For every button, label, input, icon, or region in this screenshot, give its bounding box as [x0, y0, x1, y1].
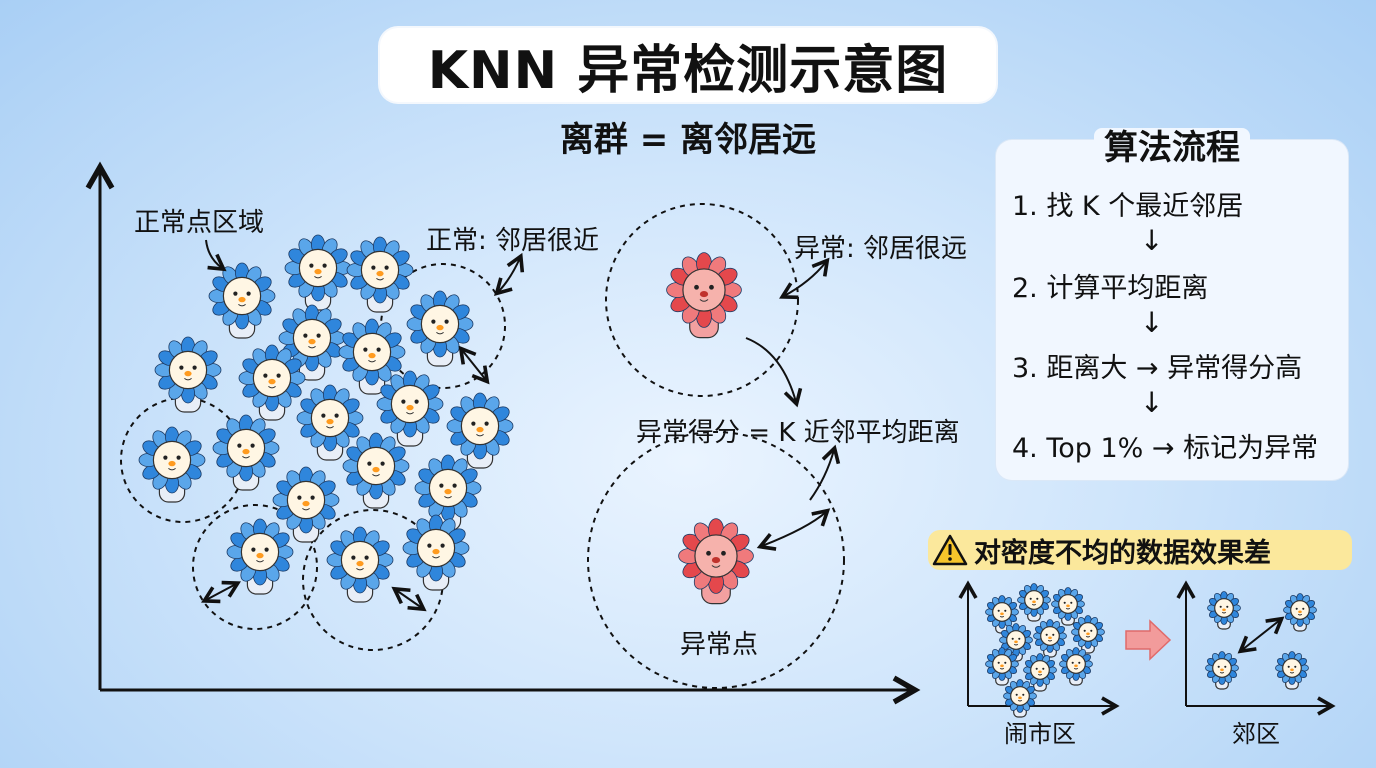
normal-point — [346, 236, 414, 313]
sparse-points — [1205, 591, 1317, 690]
score-formula-label: 异常得分 = K 近邻平均距离 — [636, 418, 960, 448]
algorithm-step: 4. Top 1% → 标记为异常 — [1012, 433, 1319, 464]
normal-cluster — [138, 234, 514, 603]
page-subtitle: 离群 = 离邻居远 — [559, 120, 817, 160]
normal-point — [985, 595, 1019, 634]
normal-point — [1033, 619, 1067, 658]
down-arrow-icon: ↓ — [1140, 386, 1164, 419]
normal-point — [208, 262, 276, 339]
normal-point — [342, 432, 410, 509]
normal-point — [1275, 651, 1309, 690]
anomaly-point — [666, 252, 742, 339]
warning-triangle-icon — [932, 534, 968, 566]
anomaly-neighborhood-circle — [605, 203, 799, 397]
anomaly-to-score-arrow — [809, 444, 841, 501]
normal-point — [985, 647, 1019, 686]
algorithm-step: 3. 距离大 → 异常得分高 — [1012, 353, 1303, 384]
near-distance-arrow — [458, 345, 490, 385]
dense-area-label: 闹市区 — [1004, 720, 1076, 748]
main-axes — [85, 161, 921, 705]
normal-region-label: 正常点区域 — [134, 208, 265, 238]
anomaly-to-score-arrow — [745, 337, 803, 408]
algorithm-step: 1. 找 K 个最近邻居 — [1012, 191, 1244, 222]
normal-point — [1051, 587, 1085, 626]
normal-point — [999, 623, 1033, 662]
normal-point — [376, 370, 444, 447]
normal-point — [326, 526, 394, 603]
dense-chart — [958, 580, 1120, 716]
anomaly-far-label: 异常: 邻居很远 — [794, 234, 968, 264]
normal-point — [446, 392, 514, 469]
transition-arrow-icon — [1125, 619, 1172, 661]
near-distance-arrow — [391, 586, 427, 612]
normal-region-arrow — [205, 239, 227, 272]
near-distance-arrow — [201, 580, 241, 604]
normal-point — [1207, 591, 1241, 630]
dense-points — [985, 583, 1105, 718]
sparse-chart — [1176, 580, 1336, 716]
normal-point — [138, 426, 206, 503]
normal-point — [1017, 583, 1051, 622]
sparse-distance-arrow — [1237, 616, 1285, 654]
algorithm-step: 2. 计算平均距离 — [1012, 273, 1209, 304]
normal-point — [226, 518, 294, 595]
page-title: KNN 异常检测示意图 — [427, 40, 949, 101]
annotation-arrows — [201, 239, 841, 612]
normal-point — [284, 234, 352, 311]
normal-point — [296, 384, 364, 461]
normal-point — [1283, 593, 1317, 632]
normal-point — [402, 514, 470, 591]
warning-banner: 对密度不均的数据效果差 — [928, 530, 1352, 570]
normal-point — [1205, 651, 1239, 690]
anomaly-point-label: 异常点 — [680, 630, 759, 660]
normal-point — [406, 290, 474, 367]
down-arrow-icon: ↓ — [1140, 306, 1164, 339]
anomaly-neighborhood-circle — [587, 431, 845, 689]
down-arrow-icon: ↓ — [1140, 224, 1164, 257]
algorithm-title: 算法流程 — [996, 120, 1348, 169]
normal-near-arrow — [494, 252, 525, 296]
title-box: KNN 异常检测示意图 — [380, 28, 996, 102]
normal-point — [154, 336, 222, 413]
normal-point — [272, 466, 340, 543]
normal-point — [278, 304, 346, 381]
normal-near-label: 正常: 邻居很近 — [426, 226, 600, 256]
anomaly-points — [666, 252, 754, 605]
anomaly-point — [678, 518, 754, 605]
normal-point — [212, 414, 280, 491]
normal-point — [238, 344, 306, 421]
score-to-anomaly-arrow — [756, 508, 831, 551]
normal-point — [1023, 653, 1057, 692]
anomaly-far-arrow — [779, 257, 830, 300]
normal-neighborhood-circle — [192, 504, 318, 630]
algorithm-panel — [996, 140, 1348, 480]
warning-text: 对密度不均的数据效果差 — [974, 537, 1271, 569]
normal-point — [338, 318, 406, 395]
normal-point — [1003, 679, 1037, 718]
sparse-area-label: 郊区 — [1232, 720, 1280, 748]
normal-point — [1059, 647, 1093, 686]
